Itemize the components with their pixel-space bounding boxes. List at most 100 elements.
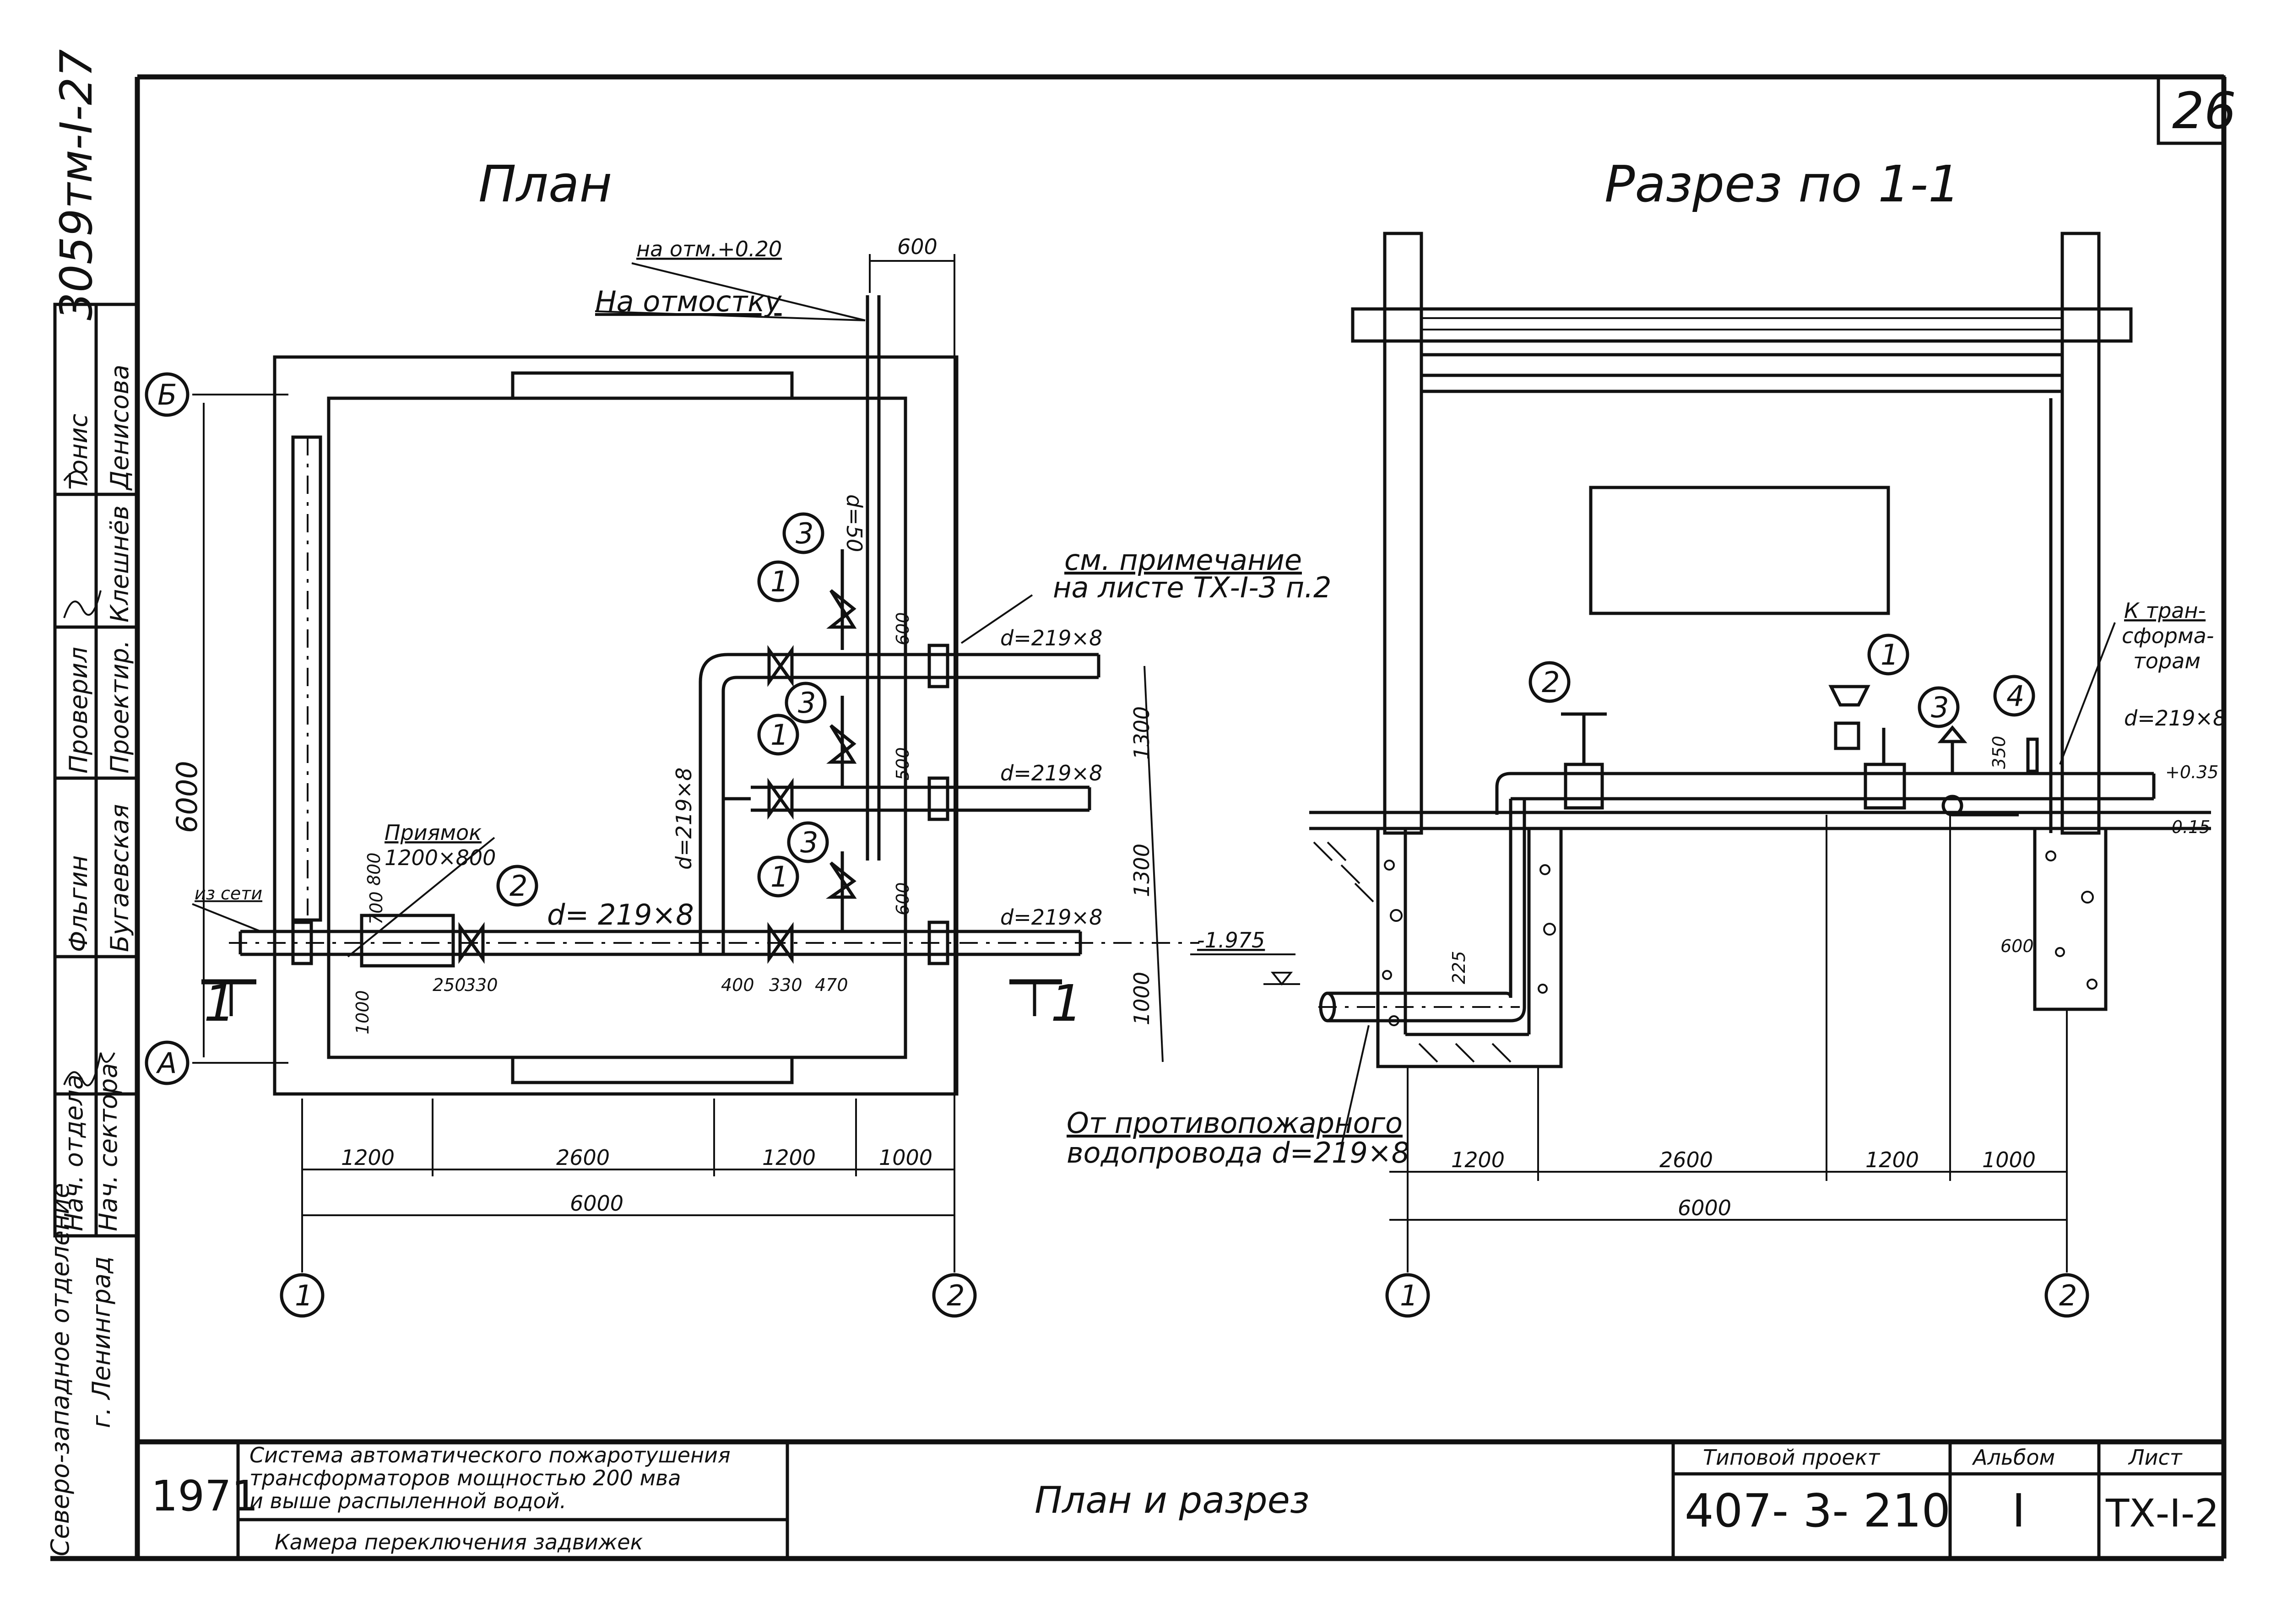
section-main-pipe (1318, 772, 2156, 1023)
note-fire-water-main: От противопожарного (1067, 1106, 1403, 1140)
dim-chain-value: 1200 (1451, 1148, 1505, 1172)
axis-marker-B (145, 372, 190, 417)
dim-350: 350 (1989, 736, 2009, 769)
stamp-role: Проверил (64, 647, 93, 774)
elevation-marker (1263, 972, 1300, 986)
manifold-riser (699, 653, 751, 954)
stamp-role: Нач. сектора (94, 1063, 123, 1231)
section-cut-label: 1 (204, 974, 236, 1033)
axis-marker-2 (2044, 1273, 2089, 1318)
dim-line-right (1144, 666, 1164, 1062)
note-to-transformers: К тран- (2124, 598, 2206, 623)
valve-3-middle (826, 696, 857, 787)
title-subject: Камера переключения задвижек (275, 1530, 643, 1554)
pipe-branch-top (751, 653, 1100, 679)
valve-1-top (767, 645, 794, 687)
title-project-label: Типовой проект (1703, 1445, 1880, 1470)
elevation-plus-035: +0.35 (2165, 762, 2218, 782)
axis-label-1: 1 (1400, 1279, 1418, 1312)
leader-line (347, 837, 495, 958)
title-sheet-label: Лист (2128, 1445, 2183, 1470)
callout-circle (757, 714, 799, 756)
dim-700: 700 (366, 891, 386, 925)
dim-total-value: 6000 (1678, 1196, 1731, 1220)
dim-225: 225 (1449, 951, 1469, 984)
callout-number: 2 (1542, 666, 1560, 699)
dim-500: 500 (893, 747, 913, 780)
axis-label-2: 2 (2059, 1279, 2077, 1312)
section-cut-label: 1 (1051, 974, 1083, 1033)
callout-number: 1 (770, 718, 788, 752)
concrete-hatch (1313, 841, 2098, 1063)
note-to-transformers: торам (2133, 649, 2201, 673)
pit-label: Приямок (385, 820, 482, 845)
title-year: 1971 (151, 1472, 258, 1521)
valve-1-bottom (767, 922, 794, 964)
archive-code: 3059тм-I-27 (51, 49, 102, 320)
title-sheet-name: План и разрез (1035, 1479, 1309, 1521)
section-cut-mark (201, 979, 1062, 1016)
note-to-transformers: сформа- (2122, 623, 2214, 648)
callout-circle (787, 821, 829, 863)
stamp-org-city: г. Ленинград (87, 1256, 116, 1428)
axis-label-B: Б (157, 378, 177, 411)
title-block (137, 1439, 2224, 1559)
pipe-label-bottom: d=219×8 (1000, 905, 1102, 930)
note-fire-water-main: водопровода d=219×8 (1067, 1136, 1409, 1169)
plan-walls (273, 355, 959, 1096)
pit-size: 1200×800 (385, 845, 496, 870)
pipe-branch-middle (751, 785, 1091, 812)
dim-chain-value: 1000 (879, 1145, 932, 1170)
axis-marker-1 (1385, 1273, 1430, 1318)
dim-600-b: 600 (893, 882, 913, 915)
stamp-role: Проектир. (105, 640, 134, 774)
title-description: и выше распыленной водой. (249, 1489, 566, 1513)
stamp-org: Северо-западное отделение (46, 1183, 75, 1556)
side-stamp (53, 303, 139, 1238)
dim-chain-value: 1200 (762, 1145, 816, 1170)
pipe-label-middle: d=219×8 (1000, 761, 1102, 785)
title-sheet-number: ТХ-I-2 (2105, 1491, 2219, 1536)
callout-circle (785, 682, 827, 724)
dim-1300-a: 1300 (1129, 706, 1154, 760)
sheet-frame (50, 74, 2227, 1561)
section-valve-2 (1561, 712, 1607, 810)
dim-800: 800 (364, 852, 384, 886)
callout-number: 3 (796, 517, 813, 550)
elevation-value: -1.975 (1197, 928, 1265, 953)
dim-330a: 330 (465, 975, 498, 995)
stamp-role: Денисова (105, 365, 134, 491)
dim-chain-value: 2600 (1659, 1148, 1713, 1172)
dim-400: 400 (721, 975, 754, 995)
valve-2-inlet (458, 922, 485, 964)
callout-number: 3 (800, 826, 818, 859)
valve-3-top (826, 549, 857, 650)
dim-250: 250 (433, 975, 466, 995)
leader-line (960, 594, 1033, 644)
wall-sleeves (291, 644, 949, 965)
pipe-label-main: d= 219×8 (547, 898, 694, 931)
stamp-role: Нач. отдела (60, 1074, 88, 1231)
signature-marks (63, 1052, 115, 1087)
section-gridlines (1407, 815, 2068, 1272)
axis-label-2: 2 (947, 1279, 965, 1312)
pipe-d219-vertical-label: d=219×8 (672, 768, 696, 870)
section-pipe-label: d=219×8 (2124, 706, 2226, 731)
title-description: Система автоматического пожаротушения (249, 1443, 731, 1467)
dim-600-a: 600 (893, 612, 913, 645)
title-project-number: 407- 3- 210 (1685, 1484, 1951, 1537)
plan-gridlines (192, 394, 955, 1272)
callout-circle (1918, 686, 1960, 728)
callout-circle (1993, 675, 2035, 717)
dim-1000-left: 1000 (352, 990, 373, 1034)
dim-600: 600 (2000, 936, 2034, 956)
callout-circle (1528, 661, 1571, 703)
dim-chain-value: 1200 (1865, 1148, 1919, 1172)
note-see-sheet: на листе ТХ-I-3 п.2 (1053, 571, 1331, 604)
elevation-minus-015: -0.15 (2165, 817, 2210, 837)
callout-circle (496, 865, 538, 907)
section-pressure-gauge-4 (2026, 737, 2039, 773)
callout-circle (757, 560, 799, 602)
